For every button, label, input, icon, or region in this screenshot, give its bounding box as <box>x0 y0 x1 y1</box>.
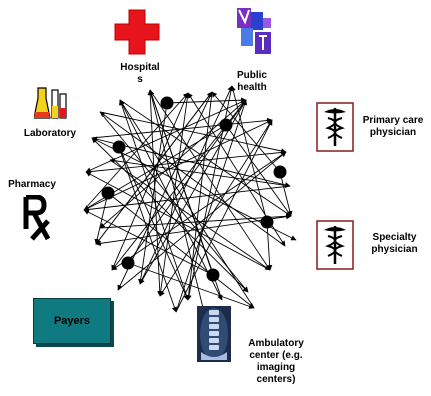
connection-arrow <box>149 89 214 276</box>
network-hub <box>206 268 220 282</box>
connection-arrow <box>138 102 168 285</box>
rx-icon <box>23 195 50 241</box>
connection-arrow <box>279 171 293 217</box>
network-hub <box>112 140 126 154</box>
public-health-label: Public health <box>236 70 267 93</box>
network-hub <box>260 215 274 229</box>
network-hub <box>219 118 233 132</box>
connection-arrow <box>109 158 291 188</box>
payers-box: Payers <box>33 298 111 344</box>
red-cross-icon <box>114 9 160 55</box>
payers-label: Payers <box>53 315 91 327</box>
connection-arrow <box>175 119 273 313</box>
primary-care-label: Primary care physician <box>362 115 424 138</box>
connection-arrow <box>94 192 109 245</box>
network-hub <box>121 256 135 270</box>
connection-arrow <box>211 91 281 173</box>
laboratory-label: Laboratory <box>23 128 77 139</box>
connection-arrow <box>111 151 287 271</box>
network-hub <box>273 165 287 179</box>
hospitals-label: Hospital s <box>120 62 160 85</box>
caduceus-icon <box>316 102 354 152</box>
spine-xray-icon <box>197 306 231 362</box>
lab-flasks-icon <box>34 87 67 119</box>
connection-arrow <box>118 146 189 301</box>
public-health-logo-icon <box>237 8 271 54</box>
pharmacy-label: Pharmacy <box>8 179 56 190</box>
connection-arrow <box>230 85 268 223</box>
specialty-label: Specialty physician <box>371 232 418 255</box>
connection-arrow <box>166 97 247 104</box>
caduceus-icon <box>316 220 354 270</box>
network-hub <box>160 96 174 110</box>
connection-arrow <box>127 262 255 309</box>
ambulatory-label: Ambulatory center (e.g. imaging centers) <box>248 338 304 385</box>
connection-arrow <box>117 151 287 291</box>
connection-arrow <box>266 221 273 271</box>
connection-arrow <box>83 209 214 276</box>
connection-arrow <box>118 146 177 313</box>
connection-arrow <box>225 124 292 217</box>
connection-arrow <box>119 99 292 217</box>
connection-arrow <box>119 99 189 301</box>
network-hub <box>101 186 115 200</box>
connection-arrow <box>107 192 255 309</box>
